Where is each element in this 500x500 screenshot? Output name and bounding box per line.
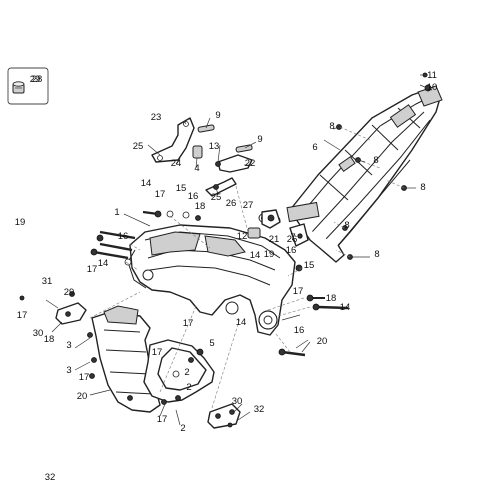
rear-subframe	[286, 85, 443, 263]
part-label-8: 8	[373, 155, 378, 166]
bushing-icon	[12, 81, 25, 94]
part-label-22: 22	[245, 158, 256, 169]
upper-brackets	[151, 117, 253, 197]
part-label-18: 18	[326, 293, 337, 304]
lower-center-bracket	[143, 339, 215, 405]
part-label-2: 2	[180, 423, 185, 434]
leader-lines	[45, 74, 433, 426]
part-label-20: 20	[77, 391, 88, 402]
part-label-16: 16	[294, 325, 305, 336]
part-label-9: 9	[215, 110, 220, 121]
part-label-25: 25	[133, 141, 144, 152]
part-label-16: 16	[188, 191, 199, 202]
alignment-lines	[89, 126, 405, 409]
part-label-18: 18	[195, 201, 206, 212]
part-label-6: 6	[312, 142, 317, 153]
part-label-32: 32	[45, 472, 56, 483]
part-label-23: 23	[151, 112, 162, 123]
inset-box: 29	[7, 67, 49, 105]
part-label-16: 16	[286, 245, 297, 256]
part-label-5: 5	[209, 338, 214, 349]
part-label-4: 4	[194, 163, 199, 174]
part-label-15: 15	[176, 183, 187, 194]
part-label-21: 21	[269, 234, 280, 245]
part-label-20: 20	[317, 336, 328, 347]
part-label-14: 14	[340, 302, 351, 313]
part-label-3: 3	[66, 365, 71, 376]
part-label-14: 14	[141, 178, 152, 189]
part-label-14: 14	[98, 258, 109, 269]
part-label-32: 32	[254, 404, 265, 415]
part-label-2: 2	[184, 367, 189, 378]
part-label-25: 25	[211, 192, 222, 203]
part-label-17: 17	[79, 372, 90, 383]
part-label-17: 17	[152, 347, 163, 358]
part-label-26: 26	[226, 198, 237, 209]
part-label-17: 17	[157, 414, 168, 425]
part-label-10: 10	[427, 82, 438, 93]
part-label-27: 27	[243, 200, 254, 211]
part-label-17: 17	[293, 286, 304, 297]
part-label-2: 2	[186, 382, 191, 393]
part-label-19: 19	[264, 249, 275, 260]
part-label-17: 17	[87, 264, 98, 275]
part-label-14: 14	[236, 317, 247, 328]
part-label-11: 11	[427, 70, 437, 81]
part-label-18: 18	[44, 334, 55, 345]
main-frame	[127, 224, 296, 336]
bolt-group-upper	[142, 210, 281, 224]
part-label-30: 30	[232, 396, 243, 407]
part-label-9: 9	[257, 134, 262, 145]
part-label-29: 29	[64, 287, 75, 298]
part-label-26: 26	[287, 234, 298, 245]
part-label-16: 16	[118, 231, 129, 242]
bolts-left	[90, 230, 136, 266]
part-label-28: 28	[32, 74, 43, 85]
part-label-8: 8	[344, 220, 349, 231]
part-label-15: 15	[304, 260, 315, 271]
part-label-17: 17	[17, 310, 28, 321]
cluster-center-right	[247, 209, 309, 247]
part-label-8: 8	[374, 249, 379, 260]
part-label-17: 17	[155, 189, 166, 200]
lower-bracket	[19, 291, 161, 413]
part-labels: 1222334567888889910111213141414141415151…	[15, 70, 438, 483]
part-label-17: 17	[183, 318, 194, 329]
part-label-31: 31	[42, 276, 53, 287]
small-bracket	[207, 403, 241, 429]
part-label-12: 12	[237, 231, 248, 242]
part-label-8: 8	[329, 121, 334, 132]
part-label-7: 7	[290, 232, 295, 243]
part-label-24: 24	[171, 158, 182, 169]
part-label-1: 1	[114, 207, 119, 218]
part-label-19: 19	[15, 217, 26, 228]
inset-label: 29	[30, 74, 41, 85]
part-label-30: 30	[33, 328, 44, 339]
part-label-14: 14	[250, 250, 261, 261]
part-label-3: 3	[66, 340, 71, 351]
part-label-13: 13	[209, 141, 220, 152]
part-label-8: 8	[420, 182, 425, 193]
